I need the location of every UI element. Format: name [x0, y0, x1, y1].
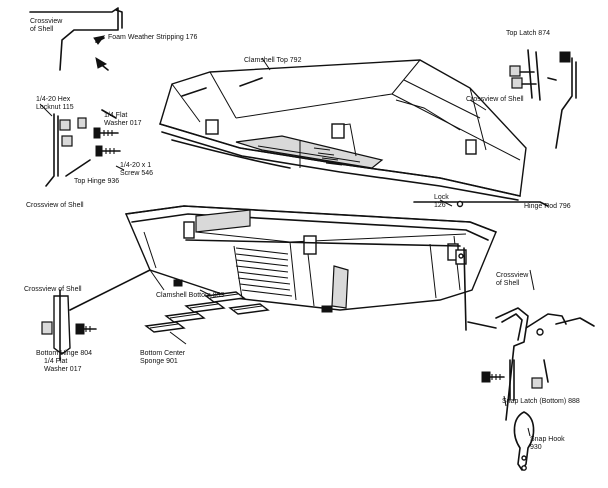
bottom-center-sponges [144, 291, 270, 333]
foam-pointer-arrows [93, 35, 109, 71]
label-flat-washer-bottom: 1/4 Flat Washer 017 [44, 358, 82, 373]
clamshell-top [159, 59, 527, 201]
label-snap-hook: Snap Hook 930 [530, 436, 565, 451]
label-flat-washer-top: 1/4 Flat Washer 017 [104, 112, 142, 127]
label-clamshell-bottom: Clamshell Bottom 899 [156, 292, 225, 299]
label-crossview-mid-left: Crossview of Shell [24, 286, 82, 293]
label-hex-locknut: 1/4-20 Hex Locknut 115 [36, 96, 74, 111]
label-crossview-top-left: Crossview of Shell [30, 18, 63, 33]
label-clamshell-top: Clamshell Top 792 [244, 57, 302, 64]
snap-hook [513, 411, 535, 471]
bottom-hinge-assembly [41, 269, 151, 361]
hinge-rod [413, 200, 549, 208]
label-crossview-lower-right: Crossview of Shell [496, 272, 529, 287]
label-foam-weather-stripping: Foam Weather Stripping 176 [108, 34, 198, 41]
label-top-latch: Top Latch 874 [506, 30, 550, 37]
crossview-profile-top-left [29, 7, 123, 71]
leader-lines [39, 57, 535, 437]
label-top-hinge: Top Hinge 936 [74, 178, 120, 185]
clamshell-bottom [124, 205, 497, 313]
snap-latch-assembly [463, 247, 595, 421]
label-crossview-left: Crossview of Shell [26, 202, 84, 209]
label-snap-latch: Snap Latch (Bottom) 888 [502, 398, 580, 405]
label-lock: Lock 126 [434, 194, 449, 209]
label-bottom-center-sponge: Bottom Center Sponge 901 [140, 350, 186, 365]
label-crossview-right: Crossview of Shell [466, 96, 524, 103]
label-screw: 1/4-20 x 1 Screw 546 [120, 162, 154, 177]
label-hinge-rod: Hinge Rod 796 [524, 203, 571, 210]
top-latch-assembly [509, 49, 577, 149]
top-hinge-assembly [45, 109, 121, 187]
label-bottom-hinge: Bottom Hinge 804 [36, 350, 93, 357]
